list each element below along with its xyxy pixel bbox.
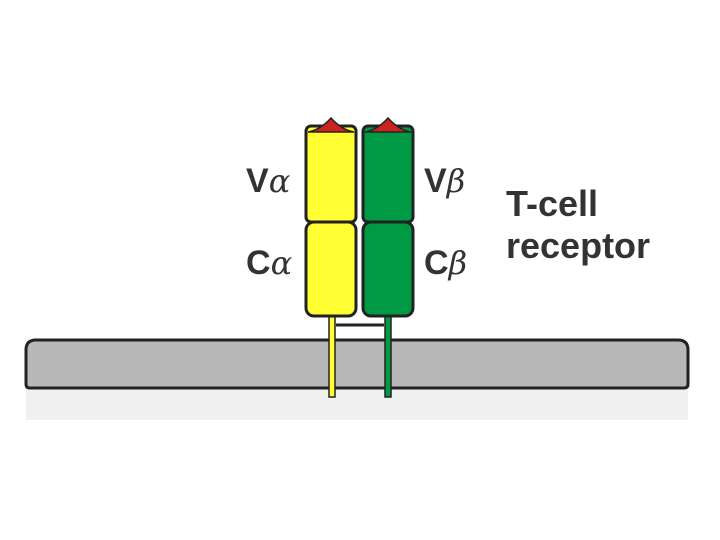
alpha-transmembrane-tail [328, 312, 336, 398]
label-v-beta: Vβ [424, 162, 465, 200]
beta-transmembrane-tail [384, 312, 392, 398]
v-alpha-domain [304, 124, 358, 224]
c-beta-domain [361, 220, 415, 318]
cytoplasm [26, 384, 688, 420]
title-line-1: T-cell [506, 183, 598, 224]
c-alpha-domain [304, 220, 358, 318]
beta-antigen-binding-site [364, 116, 412, 133]
label-c-beta: Cβ [424, 244, 467, 282]
label-c-alpha: Cα [246, 244, 292, 282]
label-v-alpha: Vα [246, 162, 290, 200]
alpha-antigen-binding-site [307, 116, 355, 133]
v-beta-domain [361, 124, 415, 224]
cell-membrane [24, 338, 690, 390]
title-line-2: receptor [506, 225, 650, 266]
